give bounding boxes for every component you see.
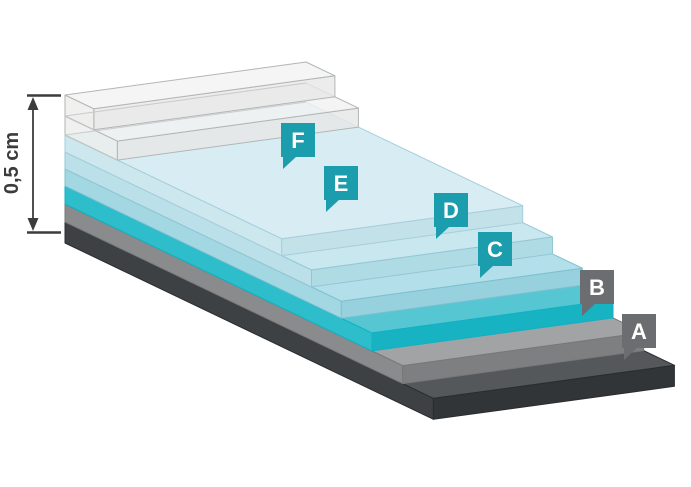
transparent-sheet-1-inner-edge-front xyxy=(64,115,95,131)
tag-pointer-tail xyxy=(582,303,596,316)
transparent-sheet-2-inner-edge-front xyxy=(64,134,118,161)
tag-pointer-tail xyxy=(436,226,450,239)
tag-box-B xyxy=(580,270,614,304)
label-tag-D: D xyxy=(434,193,468,239)
tag-letter-F: F xyxy=(291,128,304,153)
transparent-sheet-2-inner-edge-back xyxy=(64,101,307,136)
tag-box-F xyxy=(281,123,315,157)
tag-box-C xyxy=(478,232,512,266)
label-tag-F: F xyxy=(281,123,315,169)
tag-letter-B: B xyxy=(589,275,605,300)
tag-box-A xyxy=(622,314,656,348)
tag-letter-D: D xyxy=(443,198,459,223)
tag-pointer-tail xyxy=(624,347,638,360)
arrowhead-down xyxy=(27,218,39,231)
label-tags-group: F E D C B A xyxy=(281,123,656,360)
tag-pointer-tail xyxy=(283,156,297,169)
label-tag-E: E xyxy=(324,166,358,212)
tag-box-D xyxy=(434,193,468,227)
tag-letter-E: E xyxy=(334,171,349,196)
tag-letter-A: A xyxy=(631,319,647,344)
transparent-sheet-1 xyxy=(64,61,336,131)
label-tag-C: C xyxy=(478,232,512,278)
layers-group xyxy=(64,61,675,420)
label-tag-A: A xyxy=(622,314,656,360)
tag-letter-C: C xyxy=(487,237,503,262)
tag-box-E xyxy=(324,166,358,200)
tag-pointer-tail xyxy=(480,265,494,278)
tag-pointer-tail xyxy=(326,199,340,212)
transparent-sheet-1-top-face xyxy=(64,61,336,110)
dimension-label: 0,5 cm xyxy=(1,132,23,194)
label-tag-B: B xyxy=(580,270,614,316)
transparent-sheet-1-inner-edge-back xyxy=(64,82,307,117)
arrowhead-up xyxy=(27,97,39,110)
dimension-arrow-group: 0,5 cm xyxy=(1,94,61,234)
